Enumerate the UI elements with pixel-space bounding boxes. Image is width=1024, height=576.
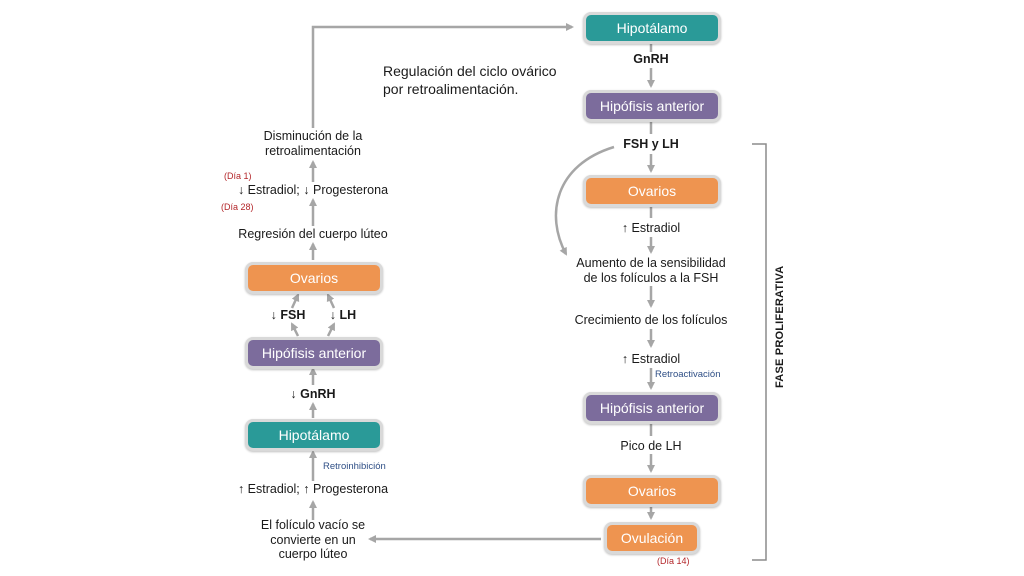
fase-proliferativa-label: FASE PROLIFERATIVA: [774, 265, 786, 388]
dia-1-label: (Día 1): [224, 171, 252, 181]
left-estradiol-up-label: ↑ Estradiol; ↑ Progesterona: [237, 482, 389, 496]
sensibilidad-line-2: de los folículos a la FSH: [583, 271, 719, 285]
dia-14-label: (Día 14): [657, 556, 690, 566]
right-crecimiento-label: Crecimiento de los folículos: [574, 313, 728, 327]
right-estradiol-label-1: ↑ Estradiol: [621, 221, 681, 235]
foliculo-label: El folículo vacío se convierte en un cue…: [243, 518, 383, 562]
arrow-hipofisis-lh: [326, 322, 336, 337]
ovulacion-box: Ovulación: [604, 522, 700, 554]
dia-28-label: (Día 28): [221, 202, 254, 212]
disminucion-label: Disminución de la retroalimentación: [233, 129, 393, 159]
diagram-title: Regulación del ciclo ovárico por retroal…: [383, 62, 557, 98]
arrow-fsh-ovarios: [290, 293, 300, 309]
left-hipotalamo-box: Hipotálamo: [245, 419, 383, 451]
sensibilidad-line-1: Aumento de la sensibilidad: [576, 256, 726, 270]
regresion-label: Regresión del cuerpo lúteo: [238, 227, 388, 241]
retroactivacion-label: Retroactivación: [655, 369, 721, 380]
right-sensibilidad-label: Aumento de la sensibilidad de los folícu…: [561, 256, 741, 286]
fase-bracket: [752, 143, 767, 561]
right-hipotalamo-box: Hipotálamo: [583, 12, 721, 44]
foliculo-line-1: El folículo vacío se: [260, 518, 366, 532]
left-fsh-down-label: ↓ FSH: [270, 308, 306, 322]
foliculo-line-3: cuerpo lúteo: [278, 547, 348, 561]
right-fsh-lh-label: FSH y LH: [623, 137, 679, 151]
left-lh-down-label: ↓ LH: [329, 308, 357, 322]
retroinhibicion-label: Retroinhibición: [323, 461, 386, 472]
left-ovarios-box: Ovarios: [245, 262, 383, 294]
right-estradiol-label-2: ↑ Estradiol: [621, 352, 681, 366]
arrow-disminucion-hipotalamo: [311, 23, 574, 128]
right-hipofisis-box-2: Hipófisis anterior: [583, 392, 721, 424]
foliculo-line-2: convierte en un: [270, 532, 356, 547]
left-hipofisis-box: Hipófisis anterior: [245, 337, 383, 369]
disminucion-line-2: retroalimentación: [265, 144, 361, 158]
left-estradiol-down-label: ↓ Estradiol; ↓ Progesterona: [237, 183, 389, 197]
right-ovarios-box-2: Ovarios: [583, 475, 721, 507]
right-ovarios-box-1: Ovarios: [583, 175, 721, 207]
left-gnrh-down-label: ↓ GnRH: [290, 387, 336, 401]
disminucion-line-1: Disminución de la: [263, 129, 363, 143]
right-hipofisis-box-1: Hipófisis anterior: [583, 90, 721, 122]
arrow-lh-ovarios: [326, 293, 336, 309]
arrow-hipofisis-fsh: [290, 322, 300, 337]
right-pico-lh-label: Pico de LH: [620, 439, 682, 453]
arrow-fsh-curve: [554, 145, 615, 256]
title-line-1: Regulación del ciclo ovárico: [383, 63, 557, 79]
title-line-2: por retroalimentación.: [383, 81, 519, 97]
right-gnrh-label: GnRH: [633, 52, 669, 66]
